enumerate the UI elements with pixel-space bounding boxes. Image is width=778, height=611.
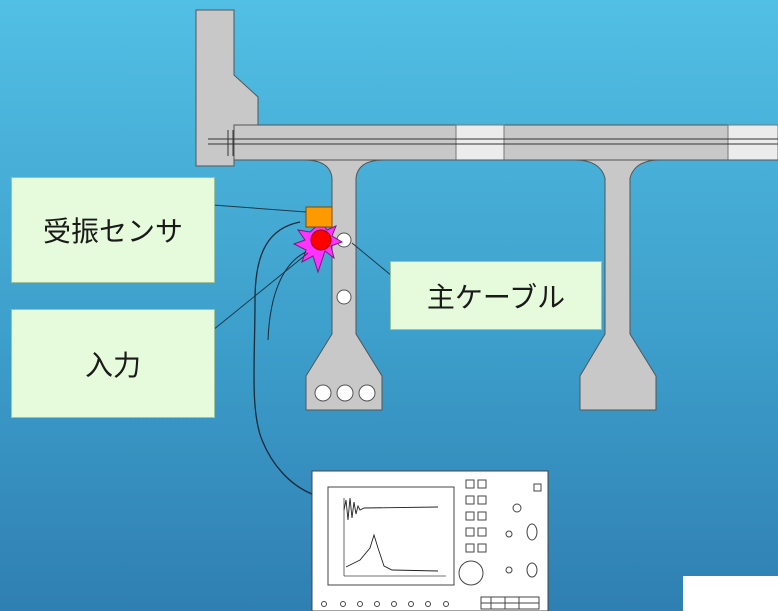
cable-duct [336,384,354,402]
input-label: 入力 [11,309,215,418]
cable-leader-line [351,242,393,277]
cable-duct [314,384,332,402]
corner-blank-area [683,576,778,611]
pier-2 [520,159,778,411]
sensor-icon [305,206,333,228]
instrument-icon [311,470,549,611]
sensor-label: 受振センサ [11,177,215,283]
input-leader-line [212,252,309,331]
deck-lighter-segment [455,124,505,161]
signal-cable [253,221,313,495]
cable-duct [358,384,376,402]
input-label-text: 入力 [84,348,141,382]
deck-lighter-segment [727,124,778,161]
sensor-label-text: 受振センサ [42,215,183,248]
bridge-deck [233,124,778,161]
pier-1 [234,159,385,411]
cable-duct [336,289,352,305]
main-cable-label-text: 主ケーブル [426,280,566,314]
main-cable-label: 主ケーブル [390,261,602,330]
sensor-leader-line [212,204,307,213]
signal-cable [267,251,307,341]
impact-point-icon [310,229,332,251]
